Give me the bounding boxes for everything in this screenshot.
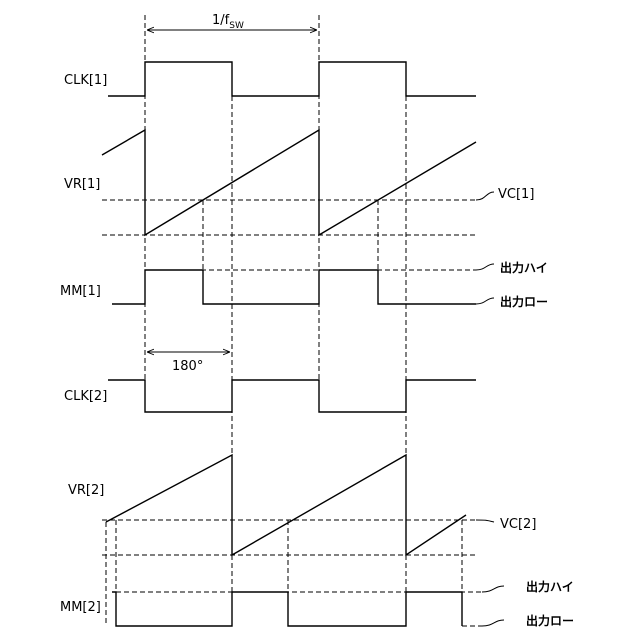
out-high-1-leader	[476, 264, 494, 270]
period-label-subscript: SW	[229, 21, 244, 31]
mm1-label: MM[1]	[60, 284, 101, 299]
out-low-2-leader	[482, 620, 504, 626]
clk2-label: CLK[2]	[64, 389, 107, 404]
vc2-callout: VC[2]	[500, 517, 536, 532]
vc1-leader	[476, 192, 494, 200]
clk1-waveform	[108, 62, 476, 96]
mm1-waveform	[112, 270, 476, 304]
vc1-callout: VC[1]	[498, 187, 534, 202]
out-low-1-leader	[476, 298, 494, 304]
out-low-2-callout: 出力ロー	[526, 613, 574, 628]
vc2-leader	[476, 520, 494, 522]
vr2-waveform	[106, 455, 466, 555]
vr1-label: VR[1]	[64, 177, 100, 192]
clk1-label: CLK[1]	[64, 73, 107, 88]
period-label: 1/fSW	[212, 13, 244, 31]
mm2-label: MM[2]	[60, 600, 101, 615]
out-high-2-leader	[482, 586, 504, 592]
vr2-label: VR[2]	[68, 483, 104, 498]
phase-label: 180°	[172, 359, 203, 374]
period-label-prefix: 1/f	[212, 13, 230, 28]
clk2-waveform	[108, 380, 476, 412]
out-high-1-callout: 出力ハイ	[500, 260, 548, 275]
out-low-1-callout: 出力ロー	[500, 294, 548, 309]
out-high-2-callout: 出力ハイ	[526, 579, 574, 594]
vr1-waveform	[102, 130, 476, 235]
mm2-waveform	[112, 592, 462, 626]
